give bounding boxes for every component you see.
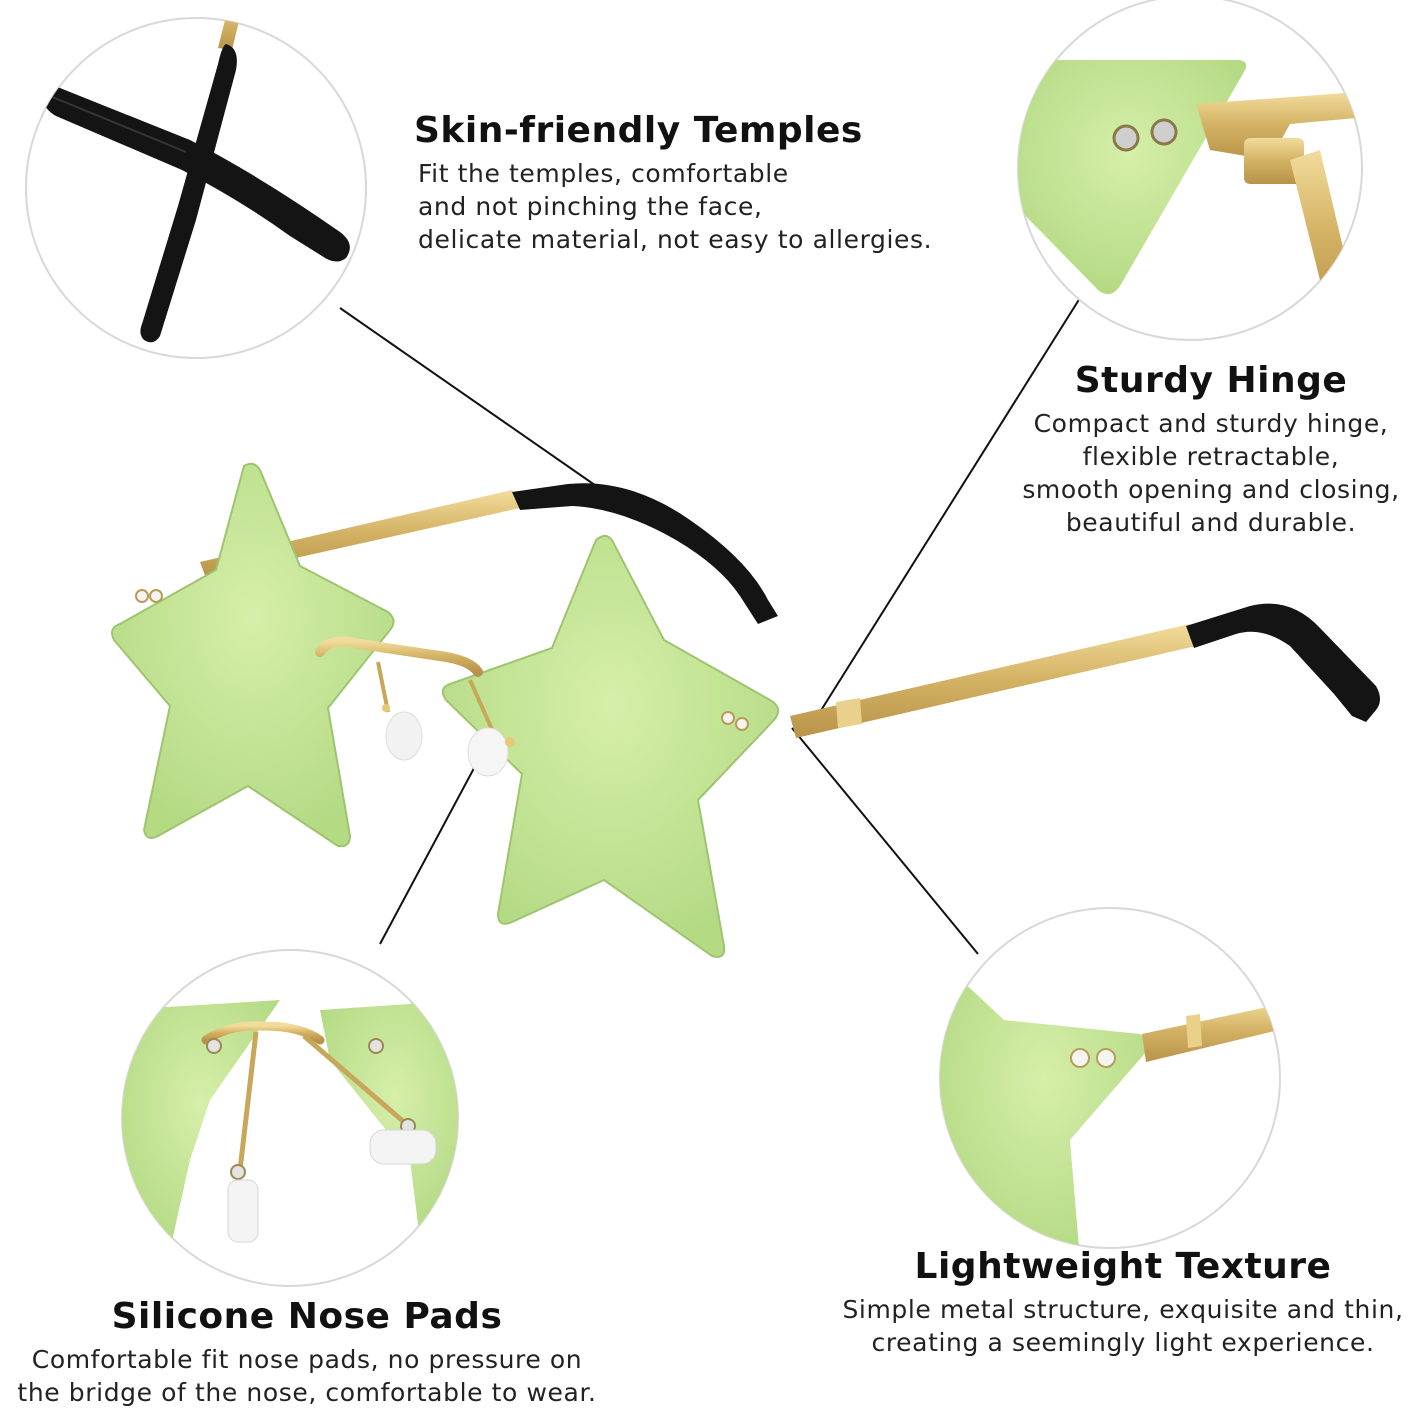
feature-nose-pads-line: the bridge of the nose, comfortable to w…	[17, 1378, 597, 1407]
lightweight-detail-circle	[939, 907, 1281, 1249]
feature-hinge: Sturdy Hinge Compact and sturdy hinge, f…	[998, 360, 1424, 539]
feature-hinge-line: Compact and sturdy hinge,	[1033, 409, 1389, 438]
feature-lightweight-line: Simple metal structure, exquisite and th…	[842, 1295, 1404, 1324]
feature-hinge-line: flexible retractable,	[1082, 442, 1340, 471]
feature-nose-pads-desc: Comfortable fit nose pads, no pressure o…	[0, 1343, 614, 1409]
feature-temples-line: delicate material, not easy to allergies…	[418, 225, 933, 254]
feature-temples-line: and not pinching the face,	[418, 192, 763, 221]
feature-nose-pads-title: Silicone Nose Pads	[111, 1296, 503, 1337]
main-sunglasses	[111, 462, 1380, 958]
temples-detail-circle	[25, 17, 367, 359]
feature-lightweight-line: creating a seemingly light experience.	[871, 1328, 1375, 1357]
nose-pads-detail-circle	[121, 949, 459, 1287]
feature-nose-pads-line: Comfortable fit nose pads, no pressure o…	[31, 1345, 583, 1374]
feature-temples: Skin-friendly Temples Fit the temples, c…	[414, 110, 932, 256]
feature-temples-title: Skin-friendly Temples	[414, 110, 863, 151]
feature-lightweight: Lightweight Texture Simple metal structu…	[822, 1246, 1424, 1359]
feature-temples-desc: Fit the temples, comfortable and not pin…	[418, 157, 932, 256]
feature-lightweight-desc: Simple metal structure, exquisite and th…	[822, 1293, 1424, 1359]
feature-hinge-title: Sturdy Hinge	[1074, 360, 1348, 401]
feature-temples-line: Fit the temples, comfortable	[418, 159, 789, 188]
leader-lines	[339, 297, 1081, 955]
feature-lightweight-title: Lightweight Texture	[914, 1246, 1332, 1287]
feature-hinge-line: beautiful and durable.	[1065, 508, 1357, 537]
feature-hinge-desc: Compact and sturdy hinge, flexible retra…	[998, 407, 1424, 539]
feature-nose-pads: Silicone Nose Pads Comfortable fit nose …	[0, 1296, 614, 1409]
hinge-detail-circle	[1017, 0, 1363, 341]
feature-hinge-line: smooth opening and closing,	[1022, 475, 1400, 504]
